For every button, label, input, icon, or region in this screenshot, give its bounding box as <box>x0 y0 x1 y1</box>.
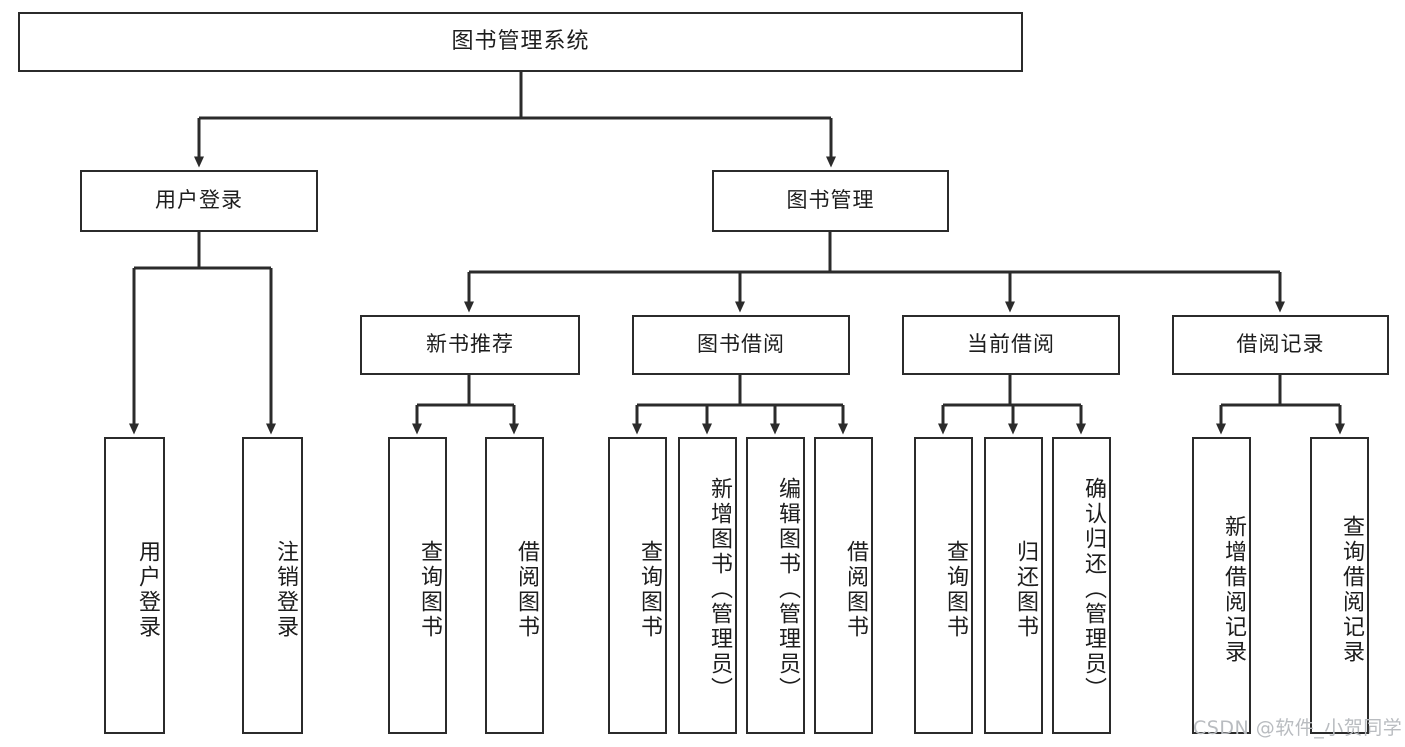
node-borrow-record[interactable]: 借阅记录 <box>1172 315 1389 375</box>
node-label: 借阅记录 <box>1236 332 1325 357</box>
leaf-borrow-book-new[interactable]: 借阅图书 <box>485 437 544 734</box>
node-label: 借阅图书 <box>514 539 539 640</box>
node-label: 新书推荐 <box>426 332 514 357</box>
node-label: 注销登录 <box>273 539 298 640</box>
leaf-edit-book-admin[interactable]: 编辑图书（管理员） <box>746 437 805 734</box>
node-label: 图书借阅 <box>697 332 785 357</box>
node-label: 图书管理 <box>786 188 875 213</box>
node-label: 新增图书（管理员） <box>707 477 732 702</box>
leaf-query-book-new[interactable]: 查询图书 <box>388 437 447 734</box>
node-label: 借阅图书 <box>843 539 868 640</box>
leaf-logout[interactable]: 注销登录 <box>242 437 303 734</box>
node-label: 用户登录 <box>135 539 160 640</box>
node-current-borrow[interactable]: 当前借阅 <box>902 315 1120 375</box>
node-book-borrow[interactable]: 图书借阅 <box>632 315 850 375</box>
leaf-add-borrow-record[interactable]: 新增借阅记录 <box>1192 437 1251 734</box>
node-label: 查询图书 <box>943 539 968 640</box>
node-label: 查询图书 <box>417 539 442 640</box>
node-label: 归还图书 <box>1013 539 1038 640</box>
node-label: 新增借阅记录 <box>1221 514 1246 665</box>
leaf-user-login[interactable]: 用户登录 <box>104 437 165 734</box>
node-label: 确认归还（管理员） <box>1081 477 1106 702</box>
node-book-management[interactable]: 图书管理 <box>712 170 949 232</box>
node-label: 查询图书 <box>637 539 662 640</box>
leaf-borrow-book[interactable]: 借阅图书 <box>814 437 873 734</box>
leaf-query-book-borrow[interactable]: 查询图书 <box>608 437 667 734</box>
node-label: 用户登录 <box>155 188 243 213</box>
node-label: 编辑图书（管理员） <box>775 477 800 702</box>
leaf-add-book-admin[interactable]: 新增图书（管理员） <box>678 437 737 734</box>
leaf-query-borrow-record[interactable]: 查询借阅记录 <box>1310 437 1369 734</box>
leaf-confirm-return-admin[interactable]: 确认归还（管理员） <box>1052 437 1111 734</box>
node-user-login[interactable]: 用户登录 <box>80 170 318 232</box>
leaf-query-book-current[interactable]: 查询图书 <box>914 437 973 734</box>
node-new-book-recommend[interactable]: 新书推荐 <box>360 315 580 375</box>
leaf-return-book[interactable]: 归还图书 <box>984 437 1043 734</box>
csdn-watermark: CSDN @软件_小贺同学 <box>1193 717 1403 739</box>
node-label: 查询借阅记录 <box>1339 514 1364 665</box>
node-label: 图书管理系统 <box>451 28 590 54</box>
node-root-system[interactable]: 图书管理系统 <box>18 12 1023 72</box>
node-label: 当前借阅 <box>967 332 1055 357</box>
